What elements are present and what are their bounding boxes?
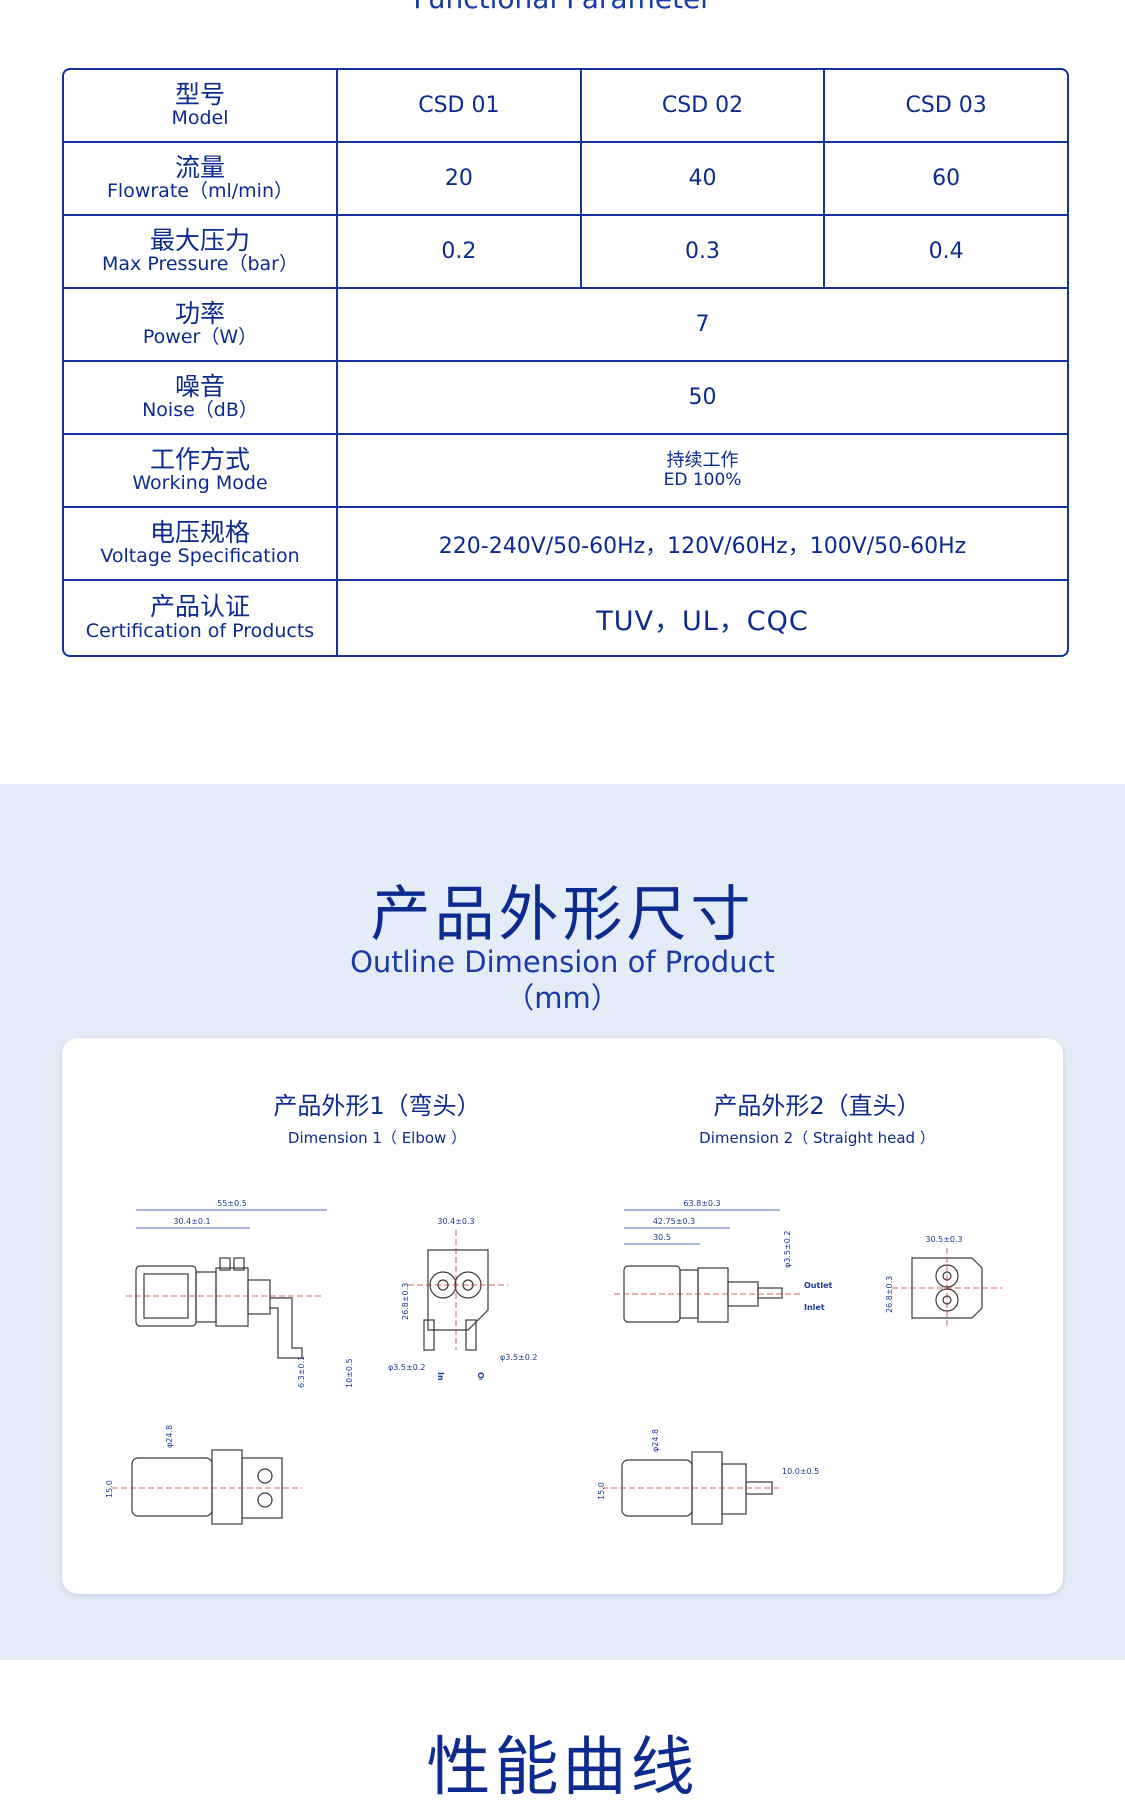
mode-value-zh: 持续工作: [666, 450, 739, 472]
d2-h-label: 10.0±0.5: [782, 1467, 819, 1476]
d1-g-label: φ3.5±0.2: [500, 1353, 537, 1362]
d2-inlet-label: Inlet: [804, 1303, 825, 1312]
outline-unit: （mm）: [505, 981, 620, 1015]
d1-e-label: 26.8±0.3: [401, 1283, 410, 1320]
d1-d-label: 30.4±0.3: [437, 1217, 474, 1226]
label-en: Flowrate（ml/min）: [107, 180, 293, 203]
flowrate-csd01: 20: [338, 143, 582, 214]
label-zh: 流量: [174, 152, 225, 182]
label-zh: 产品认证: [149, 592, 250, 622]
d1-h-label: φ24.8: [165, 1425, 174, 1448]
voltage-value: 220-240V/50-60Hz，120V/60Hz，100V/50-60Hz: [438, 533, 967, 559]
label-zh: 最大压力: [149, 225, 250, 255]
dimension-2-zh: 产品外形2（直头）: [713, 1092, 921, 1120]
elbow-side-view-drawing: 55±0.5 30.4±0.1 6.3±0.1 10±0.5: [126, 1199, 354, 1388]
label-zh: 功率: [174, 298, 225, 328]
d2-len-label: 63.8±0.3: [683, 1199, 720, 1208]
d2-f-label: φ24.8: [651, 1429, 660, 1452]
cert-value: TUV，UL，CQC: [596, 605, 809, 637]
label-zh: 噪音: [174, 371, 225, 401]
d1-c-label: 10±0.5: [345, 1358, 354, 1388]
label-en: Power（W）: [142, 326, 258, 349]
outline-title: 产品外形尺寸: [370, 880, 755, 950]
straight-top-view-drawing: φ24.8 15.0 10.0±0.5: [597, 1429, 819, 1525]
d2-g-label: 15.0: [597, 1482, 606, 1500]
outline-subtitle: Outline Dimension of Product （mm）: [0, 944, 1125, 1016]
model-csd02: CSD 02: [582, 70, 826, 141]
straight-front-view-drawing: 30.5±0.3 26.8±0.3: [885, 1235, 1002, 1328]
model-csd01: CSD 01: [338, 70, 582, 141]
d2-outlet-label: Outlet: [804, 1281, 832, 1290]
elbow-front-view-drawing: 30.4±0.3 26.8±0.3 φ3.5±0.2 φ3.5±0.2 Inle…: [388, 1217, 537, 1380]
d1-outlet-label: Outlet: [476, 1372, 485, 1380]
label-en: Noise（dB）: [142, 399, 258, 422]
dimension-2-heading: 产品外形2（直头） Dimension 2（ Straight head ）: [642, 1086, 992, 1148]
d1-i-label: 15.0: [105, 1480, 114, 1498]
dimension-card: 产品外形1（弯头） Dimension 1（ Elbow ） 产品外形2（直头）…: [62, 1038, 1063, 1594]
elbow-top-view-drawing: φ24.8 15.0: [105, 1425, 302, 1525]
label-en: Max Pressure（bar）: [102, 253, 298, 276]
pressure-csd01: 0.2: [338, 216, 582, 287]
label-zh: 电压规格: [149, 517, 250, 547]
d2-d-label: 30.5±0.3: [925, 1235, 962, 1244]
d1-f-label: φ3.5±0.2: [388, 1363, 425, 1372]
dimension-1-heading: 产品外形1（弯头） Dimension 1（ Elbow ）: [202, 1086, 552, 1148]
label-zh: 型号: [174, 79, 225, 109]
dimension-2-en: Dimension 2（ Straight head ）: [699, 1129, 935, 1147]
outline-subtitle-en: Outline Dimension of Product: [350, 945, 775, 979]
flowrate-csd03: 60: [932, 166, 961, 191]
power-value: 7: [695, 312, 710, 337]
label-en: Certification of Products: [85, 619, 315, 642]
pressure-csd03: 0.4: [928, 239, 964, 264]
label-en: Voltage Specification: [100, 545, 300, 568]
d2-c-label: φ3.5±0.2: [783, 1231, 792, 1268]
pressure-csd02: 0.3: [582, 216, 826, 287]
d1-len-label: 55±0.5: [217, 1199, 247, 1208]
label-en: Model: [171, 107, 229, 130]
d2-e-label: 26.8±0.3: [885, 1276, 894, 1313]
mode-value-en: ED 100%: [663, 470, 742, 491]
straight-side-view-drawing: 63.8±0.3 42.75±0.3 30.5 φ3.5±0.2 Outlet …: [614, 1199, 832, 1323]
noise-value: 50: [688, 385, 717, 410]
flowrate-csd02: 40: [582, 143, 826, 214]
d1-inlet-label: Inlet: [436, 1372, 445, 1380]
d1-b-label: 6.3±0.1: [297, 1356, 306, 1388]
dimension-1-en: Dimension 1（ Elbow ）: [287, 1129, 467, 1147]
functional-parameter-title: Functional Parameter: [0, 0, 1125, 15]
label-zh: 工作方式: [149, 444, 250, 474]
label-en: Working Mode: [132, 472, 268, 495]
dimension-1-zh: 产品外形1（弯头）: [273, 1092, 481, 1120]
performance-curve-title: 性能曲线: [426, 1731, 699, 1805]
model-csd03: CSD 03: [905, 93, 987, 118]
d1-a-label: 30.4±0.1: [173, 1217, 210, 1226]
d2-b-label: 30.5: [653, 1233, 671, 1242]
d2-a-label: 42.75±0.3: [653, 1217, 695, 1226]
